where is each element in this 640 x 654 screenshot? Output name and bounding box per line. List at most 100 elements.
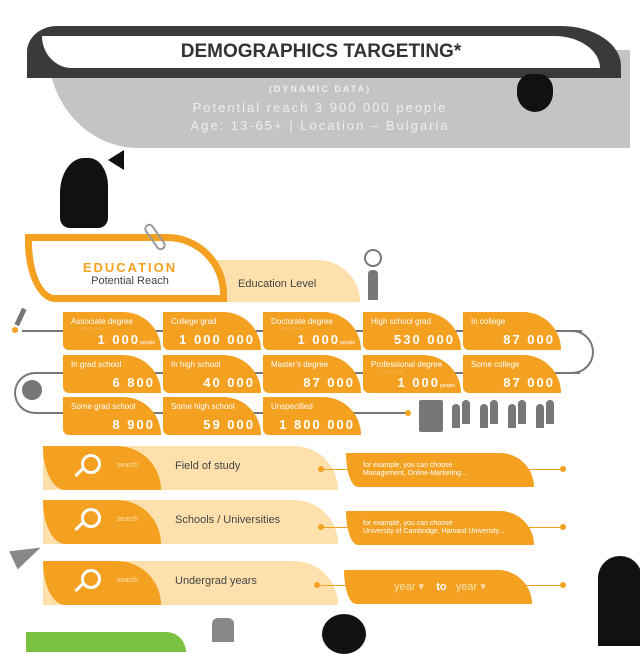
- level-value: 6 800: [112, 375, 155, 390]
- people-group-icon: [508, 404, 516, 428]
- year-to-select[interactable]: year: [455, 581, 478, 593]
- level-label: Some college: [471, 360, 520, 369]
- level-value: 87 000: [503, 375, 555, 390]
- education-level-option[interactable]: Some grad school 8 900: [63, 397, 161, 435]
- level-label: In college: [471, 317, 506, 326]
- level-label: In high school: [171, 360, 221, 369]
- page-title: DEMOGRAPHICS TARGETING*: [180, 41, 462, 62]
- education-level-option[interactable]: Some college 87 000: [463, 355, 561, 393]
- clock-icon: [364, 249, 382, 267]
- search-button[interactable]: search: [43, 561, 161, 605]
- unit-label: people: [439, 383, 455, 389]
- education-card: [25, 234, 227, 302]
- level-label: Some grad school: [71, 402, 136, 411]
- undergrad-years-label: Undergrad years: [175, 575, 257, 587]
- connector-dot: [318, 466, 324, 472]
- fewer-than-label: Fewer than: [79, 326, 105, 332]
- level-label: Some high school: [171, 402, 235, 411]
- level-value: 59 000: [203, 417, 255, 432]
- level-count: 8 900: [112, 417, 155, 432]
- header-title-box: [42, 36, 600, 68]
- people-group-icon: [546, 400, 554, 424]
- megaphone-monster-icon: [60, 158, 108, 228]
- search-icon: [81, 454, 101, 474]
- level-value: 530 000: [394, 332, 455, 347]
- search-icon: [81, 569, 101, 589]
- level-count: 87 000: [503, 332, 555, 347]
- level-label: Doctorate degree: [271, 317, 333, 326]
- example-text: for example, you can choose: [363, 520, 453, 527]
- undergrad-years-row[interactable]: search Undergrad years: [43, 561, 338, 605]
- people-group-icon: [518, 400, 526, 424]
- level-value: 1 800 000: [279, 417, 355, 432]
- education-title: EDUCATION: [82, 260, 178, 275]
- level-value: 1 000people: [297, 332, 355, 347]
- schools-row[interactable]: search Schools / Universities: [43, 500, 338, 544]
- field-of-study-row[interactable]: search Field of study: [43, 446, 338, 490]
- level-label: High school grad: [371, 317, 432, 326]
- year-from-select[interactable]: year: [394, 581, 416, 593]
- megaphone-icon: [108, 150, 124, 170]
- example-text: for example, you can choose: [363, 462, 453, 469]
- level-count: 1 000 000: [179, 332, 255, 347]
- level-count: 87 000: [503, 375, 555, 390]
- head-gear-icon: [22, 380, 42, 400]
- monster-icon: [322, 614, 366, 654]
- search-label: search: [117, 462, 139, 469]
- year-range-input[interactable]: year ▾ to year ▾: [344, 570, 532, 604]
- level-value: 40 000: [203, 375, 255, 390]
- search-icon: [81, 508, 101, 528]
- to-label: to: [436, 581, 447, 593]
- level-count: 40 000: [203, 375, 255, 390]
- level-label: Professional degree: [371, 360, 443, 369]
- level-label: In grad school: [71, 360, 122, 369]
- unit-label: people: [139, 340, 155, 346]
- level-count: 1 000: [297, 332, 340, 347]
- education-level-tab[interactable]: [210, 260, 360, 302]
- example-text: University of Cambridge, Harvard Univers…: [363, 528, 505, 535]
- education-level-option[interactable]: Unspecified 1 800 000: [263, 397, 361, 435]
- search-label: search: [117, 516, 139, 523]
- education-level-option[interactable]: High school grad 530 000: [363, 312, 461, 350]
- education-level-option[interactable]: In grad school 6 800: [63, 355, 161, 393]
- level-count: 530 000: [394, 332, 455, 347]
- unit-label: people: [339, 340, 355, 346]
- level-label: Unspecified: [271, 402, 313, 411]
- level-count: 1 800 000: [279, 417, 355, 432]
- connector-curve: [14, 372, 54, 414]
- example-text: Management, Online-Marketing...: [363, 470, 467, 477]
- education-level-option[interactable]: Some high school 59 000: [163, 397, 261, 435]
- education-subtitle: Potential Reach: [91, 275, 169, 287]
- people-group-icon: [452, 404, 460, 428]
- connector-end-dot: [405, 410, 411, 416]
- level-value: 1 000 000: [179, 332, 255, 347]
- connector-curve: [560, 330, 594, 374]
- potential-reach: Potential reach 3 900 000 people: [192, 100, 448, 115]
- level-count: 87 000: [303, 375, 355, 390]
- connector-start-dot: [12, 327, 18, 333]
- people-group-icon: [536, 404, 544, 428]
- person-icon: [368, 270, 378, 300]
- level-count: 6 800: [112, 375, 155, 390]
- education-level-option[interactable]: In high school 40 000: [163, 355, 261, 393]
- level-label: College grad: [171, 317, 217, 326]
- connector-dot: [318, 524, 324, 530]
- people-group-icon: [462, 400, 470, 424]
- education-level-option[interactable]: In college 87 000: [463, 312, 561, 350]
- people-group-icon: [480, 404, 488, 428]
- search-button[interactable]: search: [43, 500, 161, 544]
- education-level-label: Education Level: [238, 278, 317, 290]
- next-section-tab: [26, 632, 186, 652]
- level-count: 59 000: [203, 417, 255, 432]
- level-value: 1 000people: [97, 332, 155, 347]
- education-level-option[interactable]: College grad 1 000 000: [163, 312, 261, 350]
- hanging-monster-icon: [517, 74, 553, 112]
- paper-plane-icon: [9, 538, 45, 570]
- search-button[interactable]: search: [43, 446, 161, 490]
